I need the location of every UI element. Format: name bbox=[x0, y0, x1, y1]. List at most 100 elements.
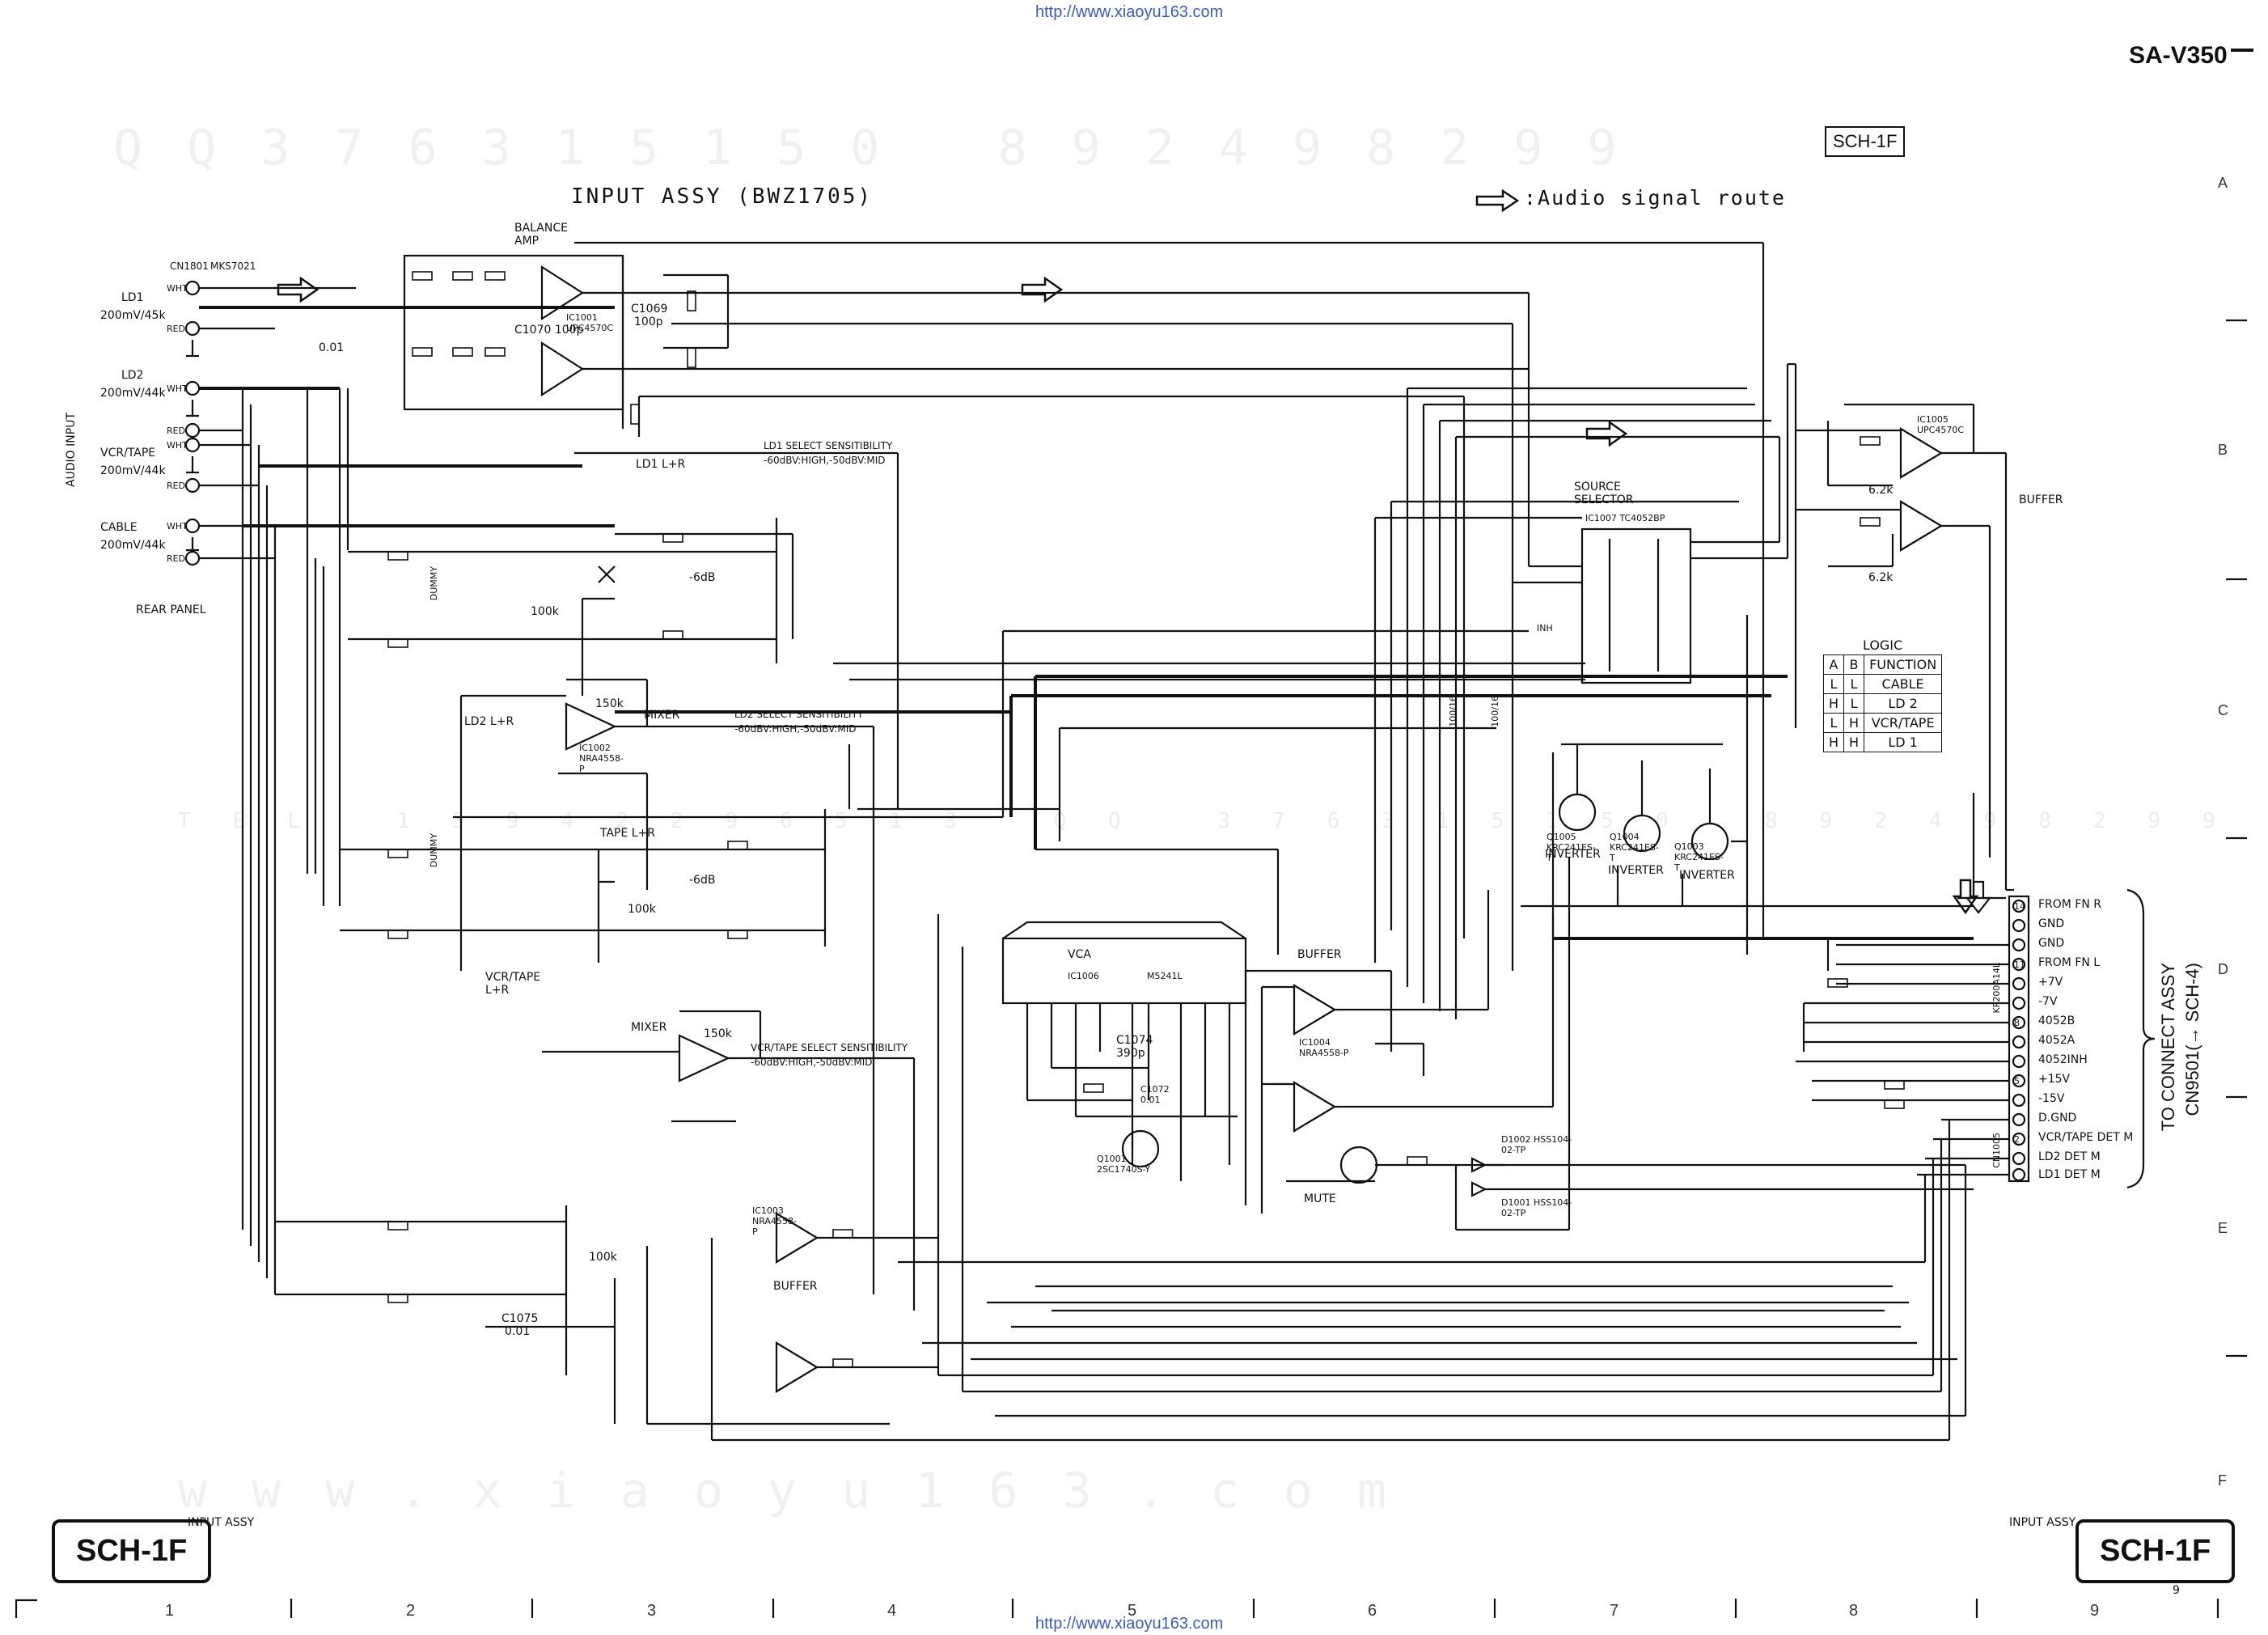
ld2-lr-label: LD2 L+R bbox=[464, 715, 514, 728]
column-label-8: 8 bbox=[1849, 1602, 1859, 1620]
logic-cell: H bbox=[1843, 713, 1865, 733]
input-jack-ref: MKS7021 bbox=[210, 260, 256, 272]
row-label-d: D bbox=[2218, 961, 2228, 977]
c1074-label: C1074 bbox=[1116, 1034, 1153, 1047]
logic-row: L L CABLE bbox=[1822, 674, 1943, 694]
cable-label: CABLE bbox=[100, 521, 138, 534]
column-label-6: 6 bbox=[1368, 1602, 1377, 1620]
logic-cell: L bbox=[1843, 674, 1865, 694]
column-label-3: 3 bbox=[647, 1602, 657, 1620]
ld1-wht: WHT bbox=[167, 283, 188, 294]
vca-label: VCA bbox=[1068, 948, 1091, 961]
m5241l-label: M5241L bbox=[1147, 971, 1183, 981]
inh-label: INH bbox=[1537, 623, 1553, 633]
vcr-atten-label: -6dB bbox=[689, 874, 716, 887]
d1002-label: D1002 HSS104-02-TP bbox=[1501, 1134, 1572, 1155]
c1074-value: 390p bbox=[1116, 1047, 1145, 1060]
pin-label-0: LD1 DET M bbox=[2038, 1168, 2101, 1181]
q1004-label: Q1004 KRC241ES-T bbox=[1610, 832, 1659, 863]
vcr-pot-label: 100k bbox=[628, 903, 656, 916]
logic-cell: LD 2 bbox=[1864, 693, 1943, 714]
logic-cell: H bbox=[1822, 693, 1845, 714]
column-label-4: 4 bbox=[887, 1602, 897, 1620]
inverter-2-label: INVERTER bbox=[1608, 864, 1664, 877]
watermark-bottom: www.xiaoyu163.com bbox=[178, 1463, 1432, 1519]
logic-row: H L LD 2 bbox=[1822, 693, 1943, 714]
page-number: 9 bbox=[2173, 1584, 2180, 1597]
cable-level: 200mV/44k bbox=[100, 539, 166, 552]
column-label-2: 2 bbox=[406, 1602, 416, 1620]
logic-cell: H bbox=[1822, 732, 1845, 752]
legend-text: :Audio signal route bbox=[1524, 186, 1786, 210]
pin-label-4: -15V bbox=[2038, 1092, 2065, 1105]
ld1-pot-label: 100k bbox=[531, 605, 559, 618]
dummy-label-2: DUMMY bbox=[429, 833, 439, 868]
vcr-feedback-res: 150k bbox=[704, 1027, 732, 1040]
watermark-top: QQ376315150 892498299 bbox=[113, 120, 1661, 176]
ld2-select-value: -60dBV:HIGH,-50dBV:MID bbox=[734, 723, 857, 735]
cable-pot-label: 100k bbox=[589, 1251, 617, 1264]
dummy-label-1: DUMMY bbox=[429, 566, 439, 601]
mixer-ld2-label: MIXER bbox=[644, 709, 680, 722]
ld1-label: LD1 bbox=[121, 291, 144, 304]
logic-header-b: B bbox=[1843, 654, 1865, 675]
inverter-1-label: INVERTER bbox=[1545, 848, 1601, 861]
cap-100-16-a: 100/16 bbox=[1448, 696, 1458, 727]
logic-header-function: FUNCTION bbox=[1864, 654, 1943, 675]
diagram-title: INPUT ASSY (BWZ1705) bbox=[571, 184, 874, 209]
ld2-select-label: LD2 SELECT SENSITIBILITY bbox=[734, 709, 864, 720]
q1001-label: Q1001 2SC1740S-Y bbox=[1097, 1154, 1151, 1175]
footer-tag-left: SCH-1F bbox=[52, 1519, 212, 1583]
ld1-atten-label: -6dB bbox=[689, 571, 716, 584]
watermark-mid: TEL 13942296513 QQ 376315150 892498299 bbox=[178, 809, 2257, 833]
row-label-b: B bbox=[2218, 442, 2228, 458]
cn1005-ref: CN1005 bbox=[1991, 1133, 2002, 1168]
pin-num-8: 8 bbox=[2014, 1018, 2020, 1028]
ld2-wht: WHT bbox=[167, 383, 188, 394]
ic1003-label: IC1003 NRA4558-P bbox=[752, 1205, 797, 1237]
source-url-bottom: http://www.xiaoyu163.com bbox=[1035, 1615, 1224, 1633]
c1013-value: 0.01 bbox=[319, 341, 345, 354]
logic-cell: H bbox=[1843, 732, 1865, 752]
vcr-label: VCR/TAPE bbox=[100, 447, 156, 460]
q1005-label: Q1005 KRC241ES-T bbox=[1547, 832, 1596, 863]
d1001-label: D1001 HSS104-02-TP bbox=[1501, 1197, 1572, 1218]
ld2-feedback-res: 150k bbox=[595, 697, 624, 710]
logic-table: LOGIC A B FUNCTION L L CABLE H L LD 2 L … bbox=[1822, 636, 1943, 752]
model-number: SA-V350 bbox=[2129, 42, 2228, 69]
ic1002-label: IC1002 NRA4558-P bbox=[579, 743, 624, 774]
pin-label-11: FROM FN L bbox=[2038, 956, 2101, 969]
vcr-select-label: VCR/TAPE SELECT SENSITIBILITY bbox=[751, 1042, 908, 1053]
logic-cell: L bbox=[1822, 713, 1845, 733]
pin-label-5: +15V bbox=[2038, 1073, 2071, 1086]
ic1007-label: IC1007 TC4052BP bbox=[1585, 513, 1665, 523]
mute-label: MUTE bbox=[1304, 1192, 1336, 1205]
ld2-red: RED bbox=[167, 426, 186, 436]
pin-label-1: LD2 DET M bbox=[2038, 1150, 2101, 1163]
cap-100-16-b: 100/16 bbox=[1490, 696, 1500, 727]
cable-red: RED bbox=[167, 553, 186, 564]
logic-row: L H VCR/TAPE bbox=[1822, 713, 1943, 733]
pin-num-11: 11 bbox=[2014, 959, 2025, 970]
rear-panel-label: REAR PANEL bbox=[136, 604, 206, 616]
audio-input-label: AUDIO INPUT bbox=[65, 413, 78, 488]
cn1005-part: KP200A14L bbox=[1991, 963, 2002, 1014]
vcr-red: RED bbox=[167, 481, 186, 491]
row-label-a: A bbox=[2218, 175, 2228, 191]
pin-label-14: FROM FN R bbox=[2038, 898, 2102, 911]
pin-label-3: D.GND bbox=[2038, 1112, 2077, 1125]
pin-label-8: 4052B bbox=[2038, 1014, 2075, 1027]
c1075-value: 0.01 bbox=[505, 1325, 531, 1338]
logic-cell: L bbox=[1822, 674, 1845, 694]
logic-row: H H LD 1 bbox=[1822, 732, 1943, 752]
source-url-top: http://www.xiaoyu163.com bbox=[1035, 3, 1224, 21]
pin-num-5: 5 bbox=[2014, 1076, 2020, 1086]
q1003-label: Q1003 KRC241ES-T bbox=[1674, 841, 1724, 873]
ld1-red: RED bbox=[167, 324, 186, 334]
tape-lr-label: TAPE L+R bbox=[600, 827, 656, 840]
pin-label-12: GND bbox=[2038, 937, 2065, 950]
c1075-label: C1075 bbox=[501, 1312, 539, 1325]
vcr-select-value: -60dBV:HIGH,-50dBV:MID bbox=[751, 1057, 873, 1068]
ld1-lr-label: LD1 L+R bbox=[636, 458, 686, 471]
buffer-right-label: BUFFER bbox=[2019, 493, 2063, 506]
